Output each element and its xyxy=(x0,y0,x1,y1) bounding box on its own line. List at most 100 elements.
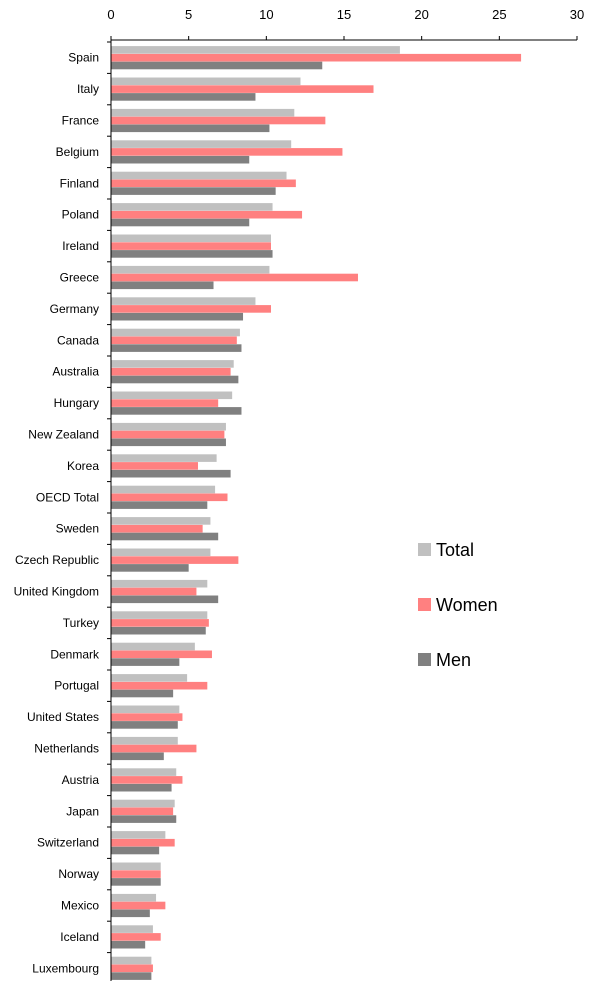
bar-women-switzerland xyxy=(111,838,175,847)
bar-total-iceland xyxy=(111,925,153,933)
bar-women-ireland xyxy=(111,242,271,250)
category-label: Austria xyxy=(62,773,100,787)
bar-total-sweden xyxy=(111,517,211,525)
bar-total-switzerland xyxy=(111,831,166,839)
bar-men-spain xyxy=(111,61,323,70)
category-label: Mexico xyxy=(61,899,99,913)
bar-women-mexico xyxy=(111,901,166,910)
bar-total-united-kingdom xyxy=(111,579,208,588)
bar-women-sweden xyxy=(111,524,203,533)
bar-total-greece xyxy=(111,265,270,274)
category-label: Luxembourg xyxy=(32,961,99,975)
x-tick-label: 25 xyxy=(492,7,506,22)
category-label: Ireland xyxy=(62,239,99,253)
bar-men-greece xyxy=(111,281,214,290)
category-label: New Zealand xyxy=(28,428,99,442)
category-label: Norway xyxy=(58,867,99,881)
bar-total-spain xyxy=(111,46,400,54)
category-label: Czech Republic xyxy=(15,553,99,567)
category-label: Poland xyxy=(62,208,99,222)
x-tick-label: 20 xyxy=(414,7,428,22)
bar-women-canada xyxy=(111,336,237,345)
bar-total-ireland xyxy=(111,234,271,243)
bar-total-italy xyxy=(111,77,301,86)
category-label: Korea xyxy=(67,459,99,473)
bar-women-new-zealand xyxy=(111,430,225,439)
bar-men-italy xyxy=(111,93,256,101)
bar-women-greece xyxy=(111,273,358,282)
bar-total-poland xyxy=(111,203,273,211)
category-label: Hungary xyxy=(54,396,99,410)
bar-women-spain xyxy=(111,53,522,62)
category-label: United States xyxy=(27,710,99,724)
x-tick-label: 30 xyxy=(570,7,584,22)
bar-men-oecd-total xyxy=(111,501,208,509)
bar-men-belgium xyxy=(111,155,250,164)
bar-men-mexico xyxy=(111,909,150,918)
bar-total-luxembourg xyxy=(111,956,152,965)
category-label: Spain xyxy=(68,51,99,65)
legend-label-total: Total xyxy=(436,540,474,560)
x-tick-label: 5 xyxy=(185,7,192,22)
legend-swatch-women xyxy=(418,598,431,611)
bar-men-canada xyxy=(111,344,242,352)
bar-total-turkey xyxy=(111,611,208,619)
category-label: Australia xyxy=(52,365,99,379)
x-tick-label: 15 xyxy=(337,7,351,22)
bars xyxy=(111,46,522,980)
category-label: Iceland xyxy=(60,930,99,944)
bar-total-portugal xyxy=(111,674,188,682)
bar-total-finland xyxy=(111,171,287,180)
category-label: Portugal xyxy=(54,679,99,693)
bar-total-norway xyxy=(111,862,161,871)
bar-total-japan xyxy=(111,799,175,808)
category-label: Greece xyxy=(60,271,100,285)
bar-women-australia xyxy=(111,367,231,376)
bar-women-united-kingdom xyxy=(111,587,197,596)
bar-women-luxembourg xyxy=(111,964,153,973)
bar-women-belgium xyxy=(111,148,343,156)
bar-total-canada xyxy=(111,328,240,337)
category-label: Turkey xyxy=(63,616,99,630)
bar-men-australia xyxy=(111,375,239,384)
bar-men-norway xyxy=(111,878,161,886)
bar-women-hungary xyxy=(111,399,219,407)
bar-total-australia xyxy=(111,360,234,368)
bar-men-sweden xyxy=(111,532,219,541)
category-label: Sweden xyxy=(56,522,99,536)
x-tick-label: 10 xyxy=(259,7,273,22)
legend-swatch-total xyxy=(418,543,431,556)
category-label: Italy xyxy=(77,82,99,96)
bar-total-czech-republic xyxy=(111,548,211,557)
bar-men-austria xyxy=(111,783,172,792)
bar-men-germany xyxy=(111,312,244,321)
bar-total-belgium xyxy=(111,140,292,148)
bar-men-turkey xyxy=(111,626,206,635)
bar-women-italy xyxy=(111,85,374,93)
bar-total-denmark xyxy=(111,642,195,651)
bar-men-switzerland xyxy=(111,846,160,855)
bar-total-netherlands xyxy=(111,736,178,745)
category-label: OECD Total xyxy=(36,490,99,504)
bar-men-france xyxy=(111,124,270,133)
bar-women-austria xyxy=(111,776,183,784)
bar-women-netherlands xyxy=(111,744,197,753)
bar-women-finland xyxy=(111,179,296,188)
category-label: Germany xyxy=(50,302,99,316)
bar-men-portugal xyxy=(111,689,174,698)
bar-total-germany xyxy=(111,297,256,305)
bar-women-korea xyxy=(111,462,198,470)
bar-men-new-zealand xyxy=(111,438,226,447)
bar-men-poland xyxy=(111,218,250,227)
legend-label-women: Women xyxy=(436,595,498,615)
bar-total-mexico xyxy=(111,893,157,902)
category-label: Belgium xyxy=(56,145,99,159)
bar-women-united-states xyxy=(111,713,183,721)
bar-men-united-states xyxy=(111,721,178,729)
category-label: Netherlands xyxy=(34,742,99,756)
legend-swatch-men xyxy=(418,653,431,666)
bar-men-luxembourg xyxy=(111,972,152,980)
bar-women-czech-republic xyxy=(111,556,239,564)
